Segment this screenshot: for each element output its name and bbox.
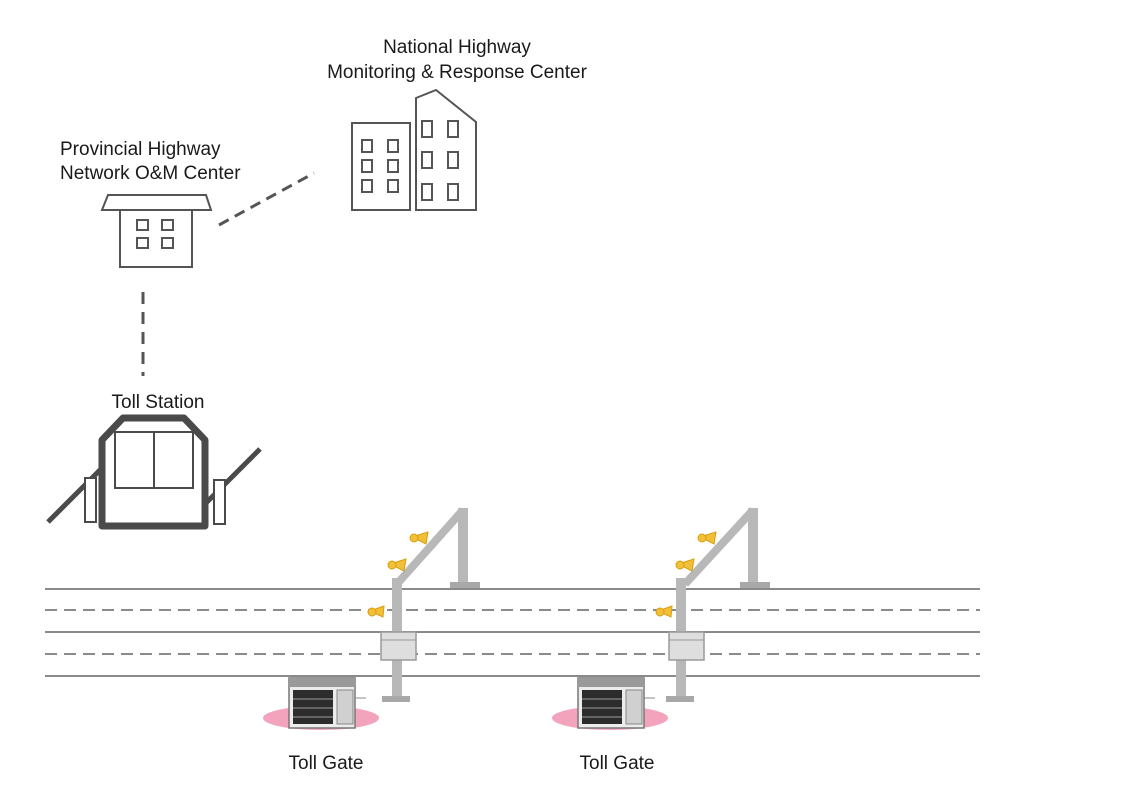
provincial-center-building-icon xyxy=(100,194,213,268)
provincial-center-label-line1: Provincial Highway xyxy=(60,139,221,160)
antenna-icon xyxy=(367,531,429,618)
toll-station-label: Toll Station xyxy=(111,392,205,413)
toll-gate-2-icon xyxy=(552,677,668,730)
toll-station-icon xyxy=(46,414,262,530)
toll-gate-2-label: Toll Gate xyxy=(579,753,655,774)
gantry-2 xyxy=(666,507,770,702)
provincial-center-label-line2: Network O&M Center xyxy=(60,163,241,184)
national-center-label-line1: National Highway xyxy=(383,37,531,58)
national-center-label-line2: Monitoring & Response Center xyxy=(327,62,587,83)
national-center-building-icon xyxy=(351,88,477,211)
toll-gate-1-label: Toll Gate xyxy=(288,753,364,774)
link-provincial-to-national xyxy=(218,171,315,227)
highway-road xyxy=(45,588,980,677)
antenna-icon xyxy=(655,531,717,618)
toll-gate-1-icon xyxy=(263,677,379,730)
gantry-1 xyxy=(380,507,480,702)
